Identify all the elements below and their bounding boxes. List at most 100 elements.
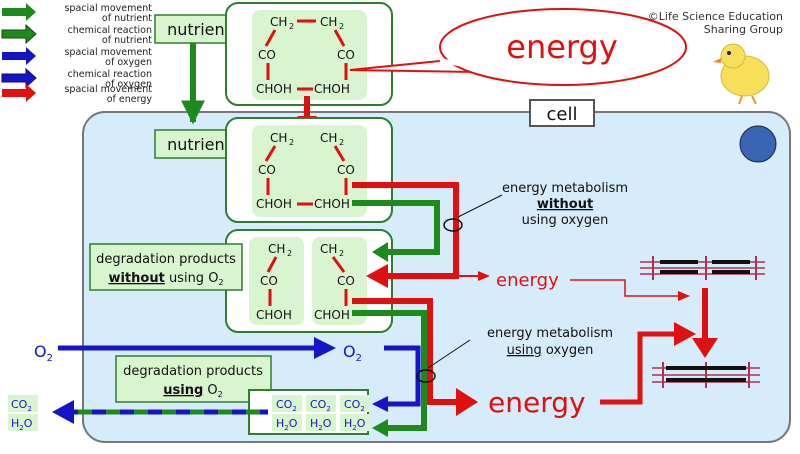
- legend-item-label: of energy: [107, 94, 153, 105]
- aerobic-line2: using oxygen: [507, 343, 594, 358]
- cell-label-box: [529, 99, 595, 127]
- oxygen-left-o: O: [34, 342, 47, 361]
- aerobic-energy-arrowhead: [456, 388, 478, 416]
- anaerobic-title: energy metabolism: [502, 181, 628, 196]
- svg-text:2: 2: [339, 249, 344, 258]
- outside-h2o: H2O: [11, 417, 33, 432]
- legend-item-oxygen-movement: spacial movement of oxygen: [2, 47, 152, 68]
- contraction-arrowhead: [692, 338, 718, 358]
- anaerobic-nutrient-arrowhead: [372, 242, 388, 262]
- muscle-fiber-contracted-icon: [652, 362, 760, 388]
- products-box: CO2 CO2 CO2 H2O H2O H2O: [248, 389, 370, 435]
- legend-item-label: spacial movement: [64, 47, 152, 58]
- svg-text:CO: CO: [258, 163, 276, 177]
- aerobic-title: energy metabolism: [487, 326, 613, 341]
- nucleus: [739, 125, 777, 163]
- legend-item-energy-movement: spacial movement of energy: [2, 84, 152, 105]
- glucose-molecule-inside: CH 2 CH 2 CO CO CHOH CHOH: [225, 117, 393, 223]
- svg-text:H2O: H2O: [276, 417, 298, 432]
- svg-text:2: 2: [289, 138, 294, 147]
- aerobic-oxygen-arrow: [384, 345, 421, 407]
- deg-without-box: [89, 243, 243, 291]
- energy-small-to-muscle: [570, 279, 680, 297]
- legend-item-label: chemical reaction: [68, 25, 152, 36]
- energy-big-to-muscle-head: [674, 322, 696, 346]
- legend-arrow-icon: [2, 84, 36, 102]
- outside-co2-sub: 2: [27, 405, 31, 413]
- oxygen-left-sub: 2: [47, 353, 53, 364]
- oxygen-right-sub: 2: [356, 353, 362, 364]
- svg-text:CO: CO: [337, 163, 355, 177]
- svg-text:H2O: H2O: [310, 417, 332, 432]
- legend-item-nutrient-movement: spacial movement of nutrient: [2, 3, 152, 24]
- aerobic-leader: [427, 339, 471, 369]
- energy-big-label: energy: [488, 386, 586, 419]
- oxygen-left-label: O2: [34, 342, 53, 364]
- anaerobic-marker: [443, 218, 463, 232]
- legend-item-label: of nutrient: [102, 13, 152, 24]
- outside-co2-co: CO: [11, 398, 28, 411]
- energy-big-to-muscle: [600, 331, 678, 405]
- legend-arrow-icon: [2, 47, 36, 65]
- legend-arrow-icon: [1, 23, 37, 45]
- svg-text:CO2: CO2: [344, 398, 365, 413]
- deg-using-line2: using O2: [163, 383, 222, 399]
- outside-co2-box: [8, 395, 38, 412]
- svg-text:CH: CH: [320, 242, 337, 256]
- nutrient-inside-label: nutrient: [167, 135, 231, 154]
- deg-using-box: [115, 355, 272, 403]
- legend-arrow-icon: [2, 3, 36, 21]
- pyruvate-molecules: CH 2 CH 2 CO CO CHOH CHOH: [225, 229, 393, 333]
- credit-line-1: ©Life Science Education: [648, 10, 783, 23]
- legend-arrow-icon: [1, 67, 37, 89]
- anaerobic-nutrient-arrow: [352, 200, 440, 255]
- svg-text:CHOH: CHOH: [256, 82, 292, 96]
- svg-text:CO: CO: [337, 274, 355, 288]
- outside-co2: CO2: [11, 398, 32, 413]
- svg-text:CH: CH: [270, 131, 287, 145]
- deg-without-sub: 2: [218, 278, 223, 287]
- aerobic-energy-arrow: [352, 298, 460, 405]
- svg-text:CHOH: CHOH: [314, 308, 350, 322]
- deg-without-line2: without using O2: [108, 271, 223, 287]
- svg-text:CHOH: CHOH: [256, 308, 292, 322]
- legend: spacial movement of nutrient chemical re…: [1, 3, 152, 105]
- deg-without-rest: using O: [165, 271, 219, 286]
- oxygen-right-label: O2: [343, 342, 362, 364]
- deg-using-sub: 2: [218, 390, 223, 399]
- oxygen-right-o: O: [343, 342, 356, 361]
- legend-item-label: of nutrient: [102, 35, 152, 46]
- svg-text:CHOH: CHOH: [256, 197, 292, 211]
- svg-text:CO2: CO2: [276, 398, 297, 413]
- aerobic-oxygen: oxygen: [542, 343, 594, 358]
- aerobic-nutrient-arrowhead: [372, 419, 388, 437]
- legend-item-label: of oxygen: [105, 57, 152, 68]
- deg-without-bold: without: [108, 271, 164, 286]
- legend-item-label: of oxygen: [105, 79, 152, 90]
- svg-text:CO2: CO2: [310, 398, 331, 413]
- glucose-molecule-outside: CH 2 CH 2 CO CO CHOH CHOH: [225, 2, 393, 106]
- svg-text:CH: CH: [268, 242, 285, 256]
- svg-text:CHOH: CHOH: [314, 197, 350, 211]
- energy-bubble-label: energy: [506, 28, 618, 66]
- legend-item-nutrient-reaction: chemical reaction of nutrient: [1, 23, 152, 46]
- deg-using-line1: degradation products: [123, 364, 263, 379]
- anaerobic-energy-arrowhead: [366, 264, 388, 288]
- cell-label: cell: [547, 104, 578, 125]
- svg-text:2: 2: [289, 22, 294, 31]
- legend-item-oxygen-reaction: chemical reaction of oxygen: [1, 67, 152, 90]
- svg-text:2: 2: [339, 138, 344, 147]
- legend-item-label: chemical reaction: [68, 69, 152, 80]
- chick-mascot-icon: [713, 43, 770, 105]
- svg-text:CH: CH: [320, 15, 337, 29]
- svg-text:CO: CO: [258, 48, 276, 62]
- svg-text:CO: CO: [337, 48, 355, 62]
- anaerobic-energy-out-arrowhead: [478, 271, 490, 281]
- energy-small-to-muscle-head: [678, 291, 690, 301]
- energy-bubble: [439, 8, 687, 86]
- nutrient-outside-label: nutrient: [167, 20, 231, 39]
- anaerobic-leader: [457, 194, 503, 218]
- svg-text:H2O: H2O: [344, 417, 366, 432]
- svg-text:CH: CH: [320, 131, 337, 145]
